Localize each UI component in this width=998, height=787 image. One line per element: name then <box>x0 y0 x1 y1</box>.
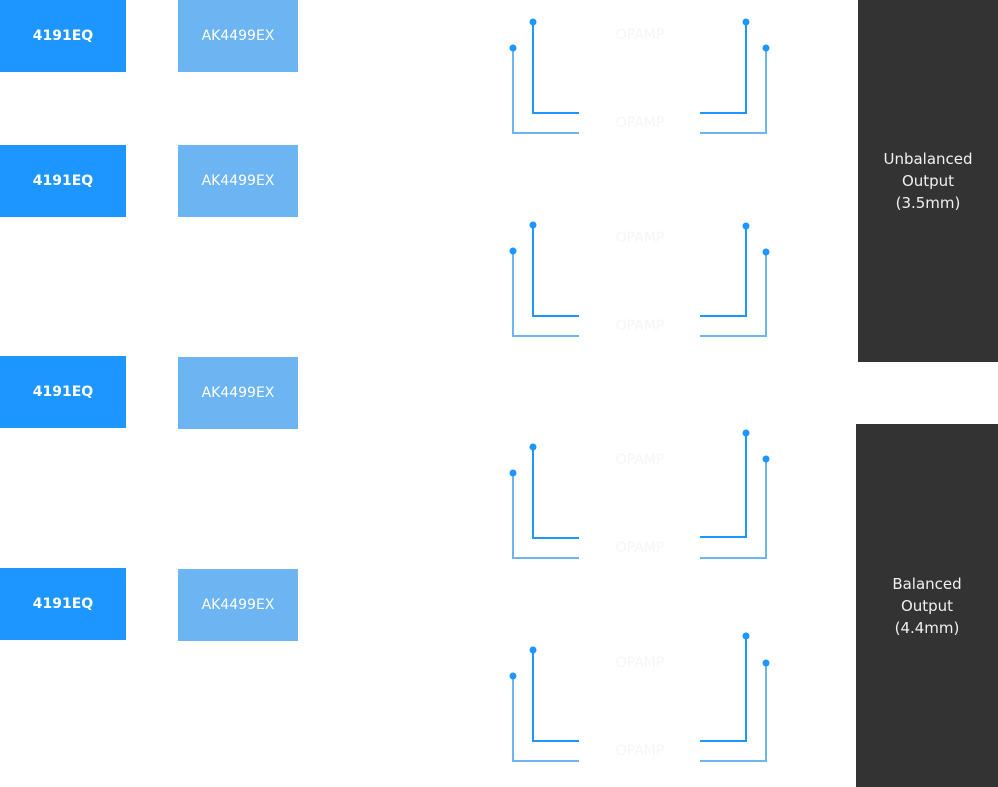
wire-right-outer-3 <box>700 459 767 559</box>
terminal-dot-right-outer-3 <box>762 455 770 463</box>
terminal-dot-right-outer-1 <box>762 44 770 52</box>
terminal-dot-right-inner-4 <box>742 632 750 640</box>
dac-block-label: AK4499EX <box>201 385 275 401</box>
opamp-label-4a: OPAMP <box>615 655 665 671</box>
wire-right-inner-1 <box>700 22 747 114</box>
wire-left-inner-1 <box>532 22 579 114</box>
terminal-dot-left-inner-4 <box>529 646 537 654</box>
opamp-label-4b: OPAMP <box>615 743 665 759</box>
wire-right-inner-4 <box>700 636 747 742</box>
balanced-output-label: Balanced Output (4.4mm) <box>892 574 962 637</box>
dac-block-label: AK4499EX <box>201 597 275 613</box>
wire-right-outer-2 <box>700 252 767 337</box>
terminal-dot-left-inner-2 <box>529 221 537 229</box>
wire-right-inner-2 <box>700 226 747 317</box>
dac-block-2: AK4499EX <box>178 145 298 217</box>
dac-block-1: AK4499EX <box>178 0 298 72</box>
terminal-dot-left-outer-3 <box>509 469 517 477</box>
wire-left-inner-3 <box>532 447 579 539</box>
dac-block-3: AK4499EX <box>178 357 298 429</box>
dac-block-label: AK4499EX <box>201 173 275 189</box>
balanced-output-panel: Balanced Output (4.4mm) <box>856 424 998 787</box>
wire-left-outer-4 <box>512 676 579 762</box>
unbalanced-output-panel: Unbalanced Output (3.5mm) <box>858 0 998 362</box>
eq-block-label: 4191EQ <box>32 28 94 44</box>
terminal-dot-left-inner-3 <box>529 443 537 451</box>
terminal-dot-right-outer-2 <box>762 248 770 256</box>
wire-left-inner-4 <box>532 650 579 742</box>
terminal-dot-left-outer-4 <box>509 672 517 680</box>
unbalanced-output-label: Unbalanced Output (3.5mm) <box>883 150 973 212</box>
wire-right-outer-4 <box>700 663 767 762</box>
dac-block-4: AK4499EX <box>178 569 298 641</box>
eq-block-3: 4191EQ <box>0 356 126 428</box>
eq-block-label: 4191EQ <box>32 384 94 400</box>
eq-block-2: 4191EQ <box>0 145 126 217</box>
eq-block-1: 4191EQ <box>0 0 126 72</box>
eq-block-label: 4191EQ <box>32 173 94 189</box>
wire-left-outer-1 <box>512 48 579 134</box>
wire-right-inner-3 <box>700 433 747 538</box>
eq-block-label: 4191EQ <box>32 596 94 612</box>
opamp-label-1a: OPAMP <box>615 27 665 43</box>
terminal-dot-right-inner-3 <box>742 429 750 437</box>
terminal-dot-right-inner-2 <box>742 222 750 230</box>
opamp-label-1b: OPAMP <box>615 115 665 131</box>
terminal-dot-right-outer-4 <box>762 659 770 667</box>
terminal-dot-left-outer-2 <box>509 247 517 255</box>
opamp-label-2a: OPAMP <box>615 230 665 246</box>
terminal-dot-right-inner-1 <box>742 18 750 26</box>
terminal-dot-left-inner-1 <box>529 18 537 26</box>
wire-left-outer-3 <box>512 473 579 559</box>
opamp-label-3b: OPAMP <box>615 540 665 556</box>
opamp-label-2b: OPAMP <box>615 318 665 334</box>
wire-left-inner-2 <box>532 225 579 317</box>
terminal-dot-left-outer-1 <box>509 44 517 52</box>
wire-right-outer-1 <box>700 48 767 134</box>
eq-block-4: 4191EQ <box>0 568 126 640</box>
dac-block-label: AK4499EX <box>201 28 275 44</box>
wire-left-outer-2 <box>512 251 579 337</box>
opamp-label-3a: OPAMP <box>615 452 665 468</box>
